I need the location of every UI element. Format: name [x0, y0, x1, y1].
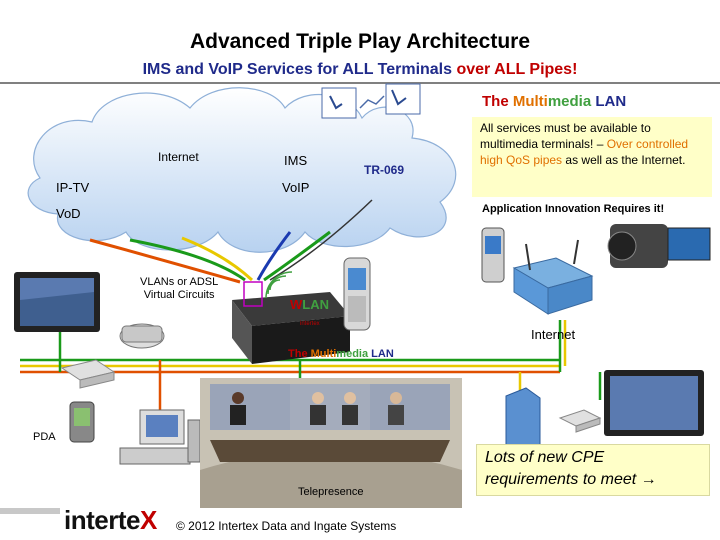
- desktop-computer-icon: [119, 409, 201, 465]
- vlans-line-1: VLANs or ADSL: [140, 276, 219, 288]
- innovation-label: Application Innovation Requires it!: [482, 203, 665, 215]
- wlan-w: W: [290, 297, 303, 312]
- link-tr069: [269, 199, 373, 281]
- smartphone-icon: [481, 227, 505, 283]
- mml2-media: media: [336, 348, 369, 360]
- title-divider: [0, 82, 720, 84]
- intertex-logo: interteX: [64, 505, 157, 536]
- telepresence-room-image: [200, 378, 462, 508]
- subtitle-highlight: over ALL Pipes!: [456, 61, 578, 78]
- wireless-phones-icon: [321, 83, 421, 119]
- arrow-right-icon: →: [640, 471, 657, 488]
- cpe-requirements-box: Lots of new CPE requirements to meet →: [476, 444, 710, 496]
- pda-icon: [69, 401, 95, 443]
- link-voip: [263, 230, 331, 282]
- label-iptv: IP-TV: [56, 180, 90, 195]
- multimedia-lan-label-top: The Multimedia LAN: [482, 93, 626, 110]
- lots-text: Lots of new CPE requirements to meet: [485, 449, 637, 488]
- set-top-box-icon: [60, 359, 116, 389]
- flat-tv-right-icon: [604, 370, 704, 436]
- logo-x: X: [139, 505, 157, 535]
- wlan-label: WLAN: [290, 297, 329, 312]
- mml-the: The: [482, 93, 513, 110]
- mml2-the: The: [288, 348, 311, 360]
- network-links: [89, 199, 373, 284]
- copyright-text: © 2012 Intertex Data and Ingate Systems: [176, 519, 397, 533]
- mml-media: media: [547, 93, 592, 110]
- multimedia-lan-label-bottom: The Multimedia LAN: [288, 348, 394, 360]
- label-vod: VoD: [56, 206, 81, 221]
- wlan-lan: LAN: [302, 297, 329, 312]
- footer-bar: [0, 508, 60, 514]
- vlans-line-2: Virtual Circuits: [143, 289, 215, 301]
- link-vod: [89, 238, 241, 284]
- cloud-shape: [27, 87, 457, 253]
- mobile-phone-icon: [343, 257, 371, 331]
- label-internet: Internet: [158, 150, 199, 164]
- mml-lan: LAN: [591, 93, 627, 110]
- info-highlight: Over controlled high QoS pipes: [480, 137, 689, 167]
- vc-box: [243, 281, 263, 307]
- info-note-box: All services must be available to multim…: [472, 117, 712, 197]
- label-tr069: TR-069: [364, 163, 405, 177]
- label-telepresence: Telepresence: [298, 486, 364, 498]
- wifi-waves-icon: [265, 271, 293, 299]
- link-ims: [256, 231, 292, 281]
- modem-icon: [558, 409, 602, 433]
- mml2-multi: Multi: [310, 348, 337, 360]
- wireless-access-point-icon: [512, 239, 594, 315]
- page-subtitle: IMS and VoIP Services for ALL Terminals …: [0, 61, 720, 79]
- page-title: Advanced Triple Play Architecture: [189, 30, 530, 53]
- flat-tv-left-icon: [14, 272, 100, 332]
- home-gateway-router: intertex: [232, 281, 350, 364]
- subtitle-main: IMS and VoIP Services for ALL Terminals: [142, 61, 453, 78]
- link-iptv: [129, 238, 246, 282]
- camcorder-icon: [607, 224, 711, 268]
- service-cloud: [27, 87, 457, 253]
- info-text-2: as well as the Internet.: [565, 153, 686, 167]
- label-ims: IMS: [284, 153, 308, 168]
- label-pda: PDA: [33, 431, 56, 443]
- svg-text:intertex: intertex: [300, 321, 320, 327]
- label-internet-right: Internet: [531, 327, 576, 342]
- desk-phone-icon: [119, 323, 165, 349]
- info-text-1: All services must be available to multim…: [480, 121, 651, 151]
- label-voip: VoIP: [282, 180, 310, 195]
- mml2-lan: LAN: [368, 348, 394, 360]
- link-internet: [181, 236, 254, 282]
- logo-main: interte: [64, 505, 140, 535]
- mml-multi: Multi: [512, 93, 548, 110]
